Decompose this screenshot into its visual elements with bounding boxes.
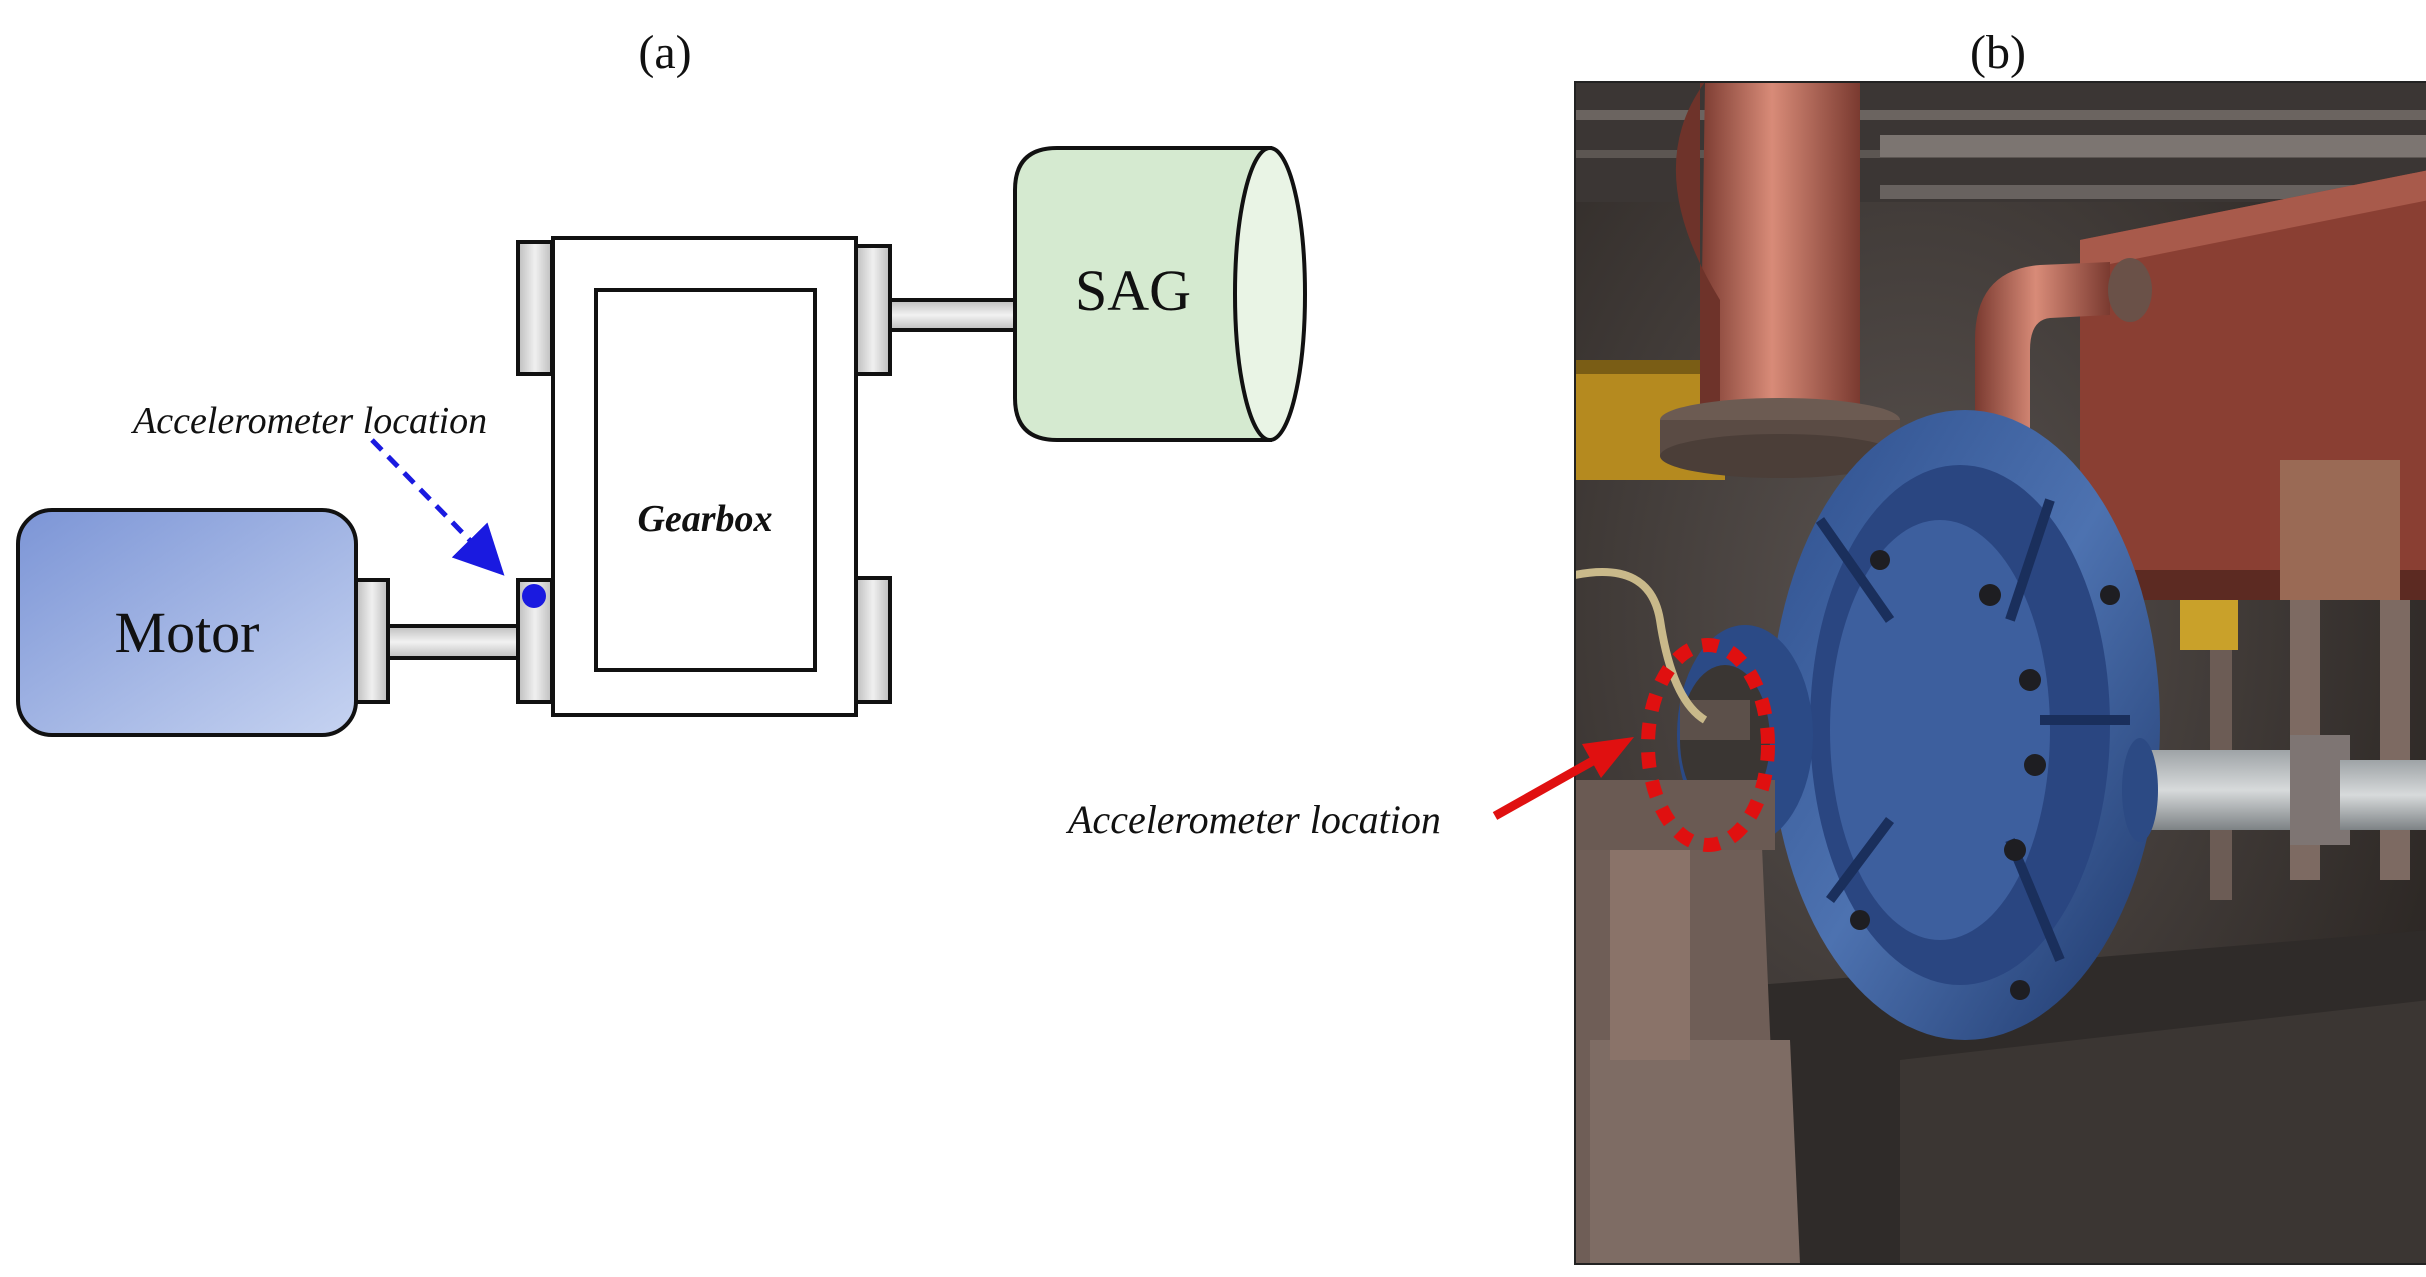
accelerometer-annotation-a: Accelerometer location [130, 400, 487, 442]
accelerometer-annotation-b: Accelerometer location [1065, 797, 1441, 842]
accelerometer-arrow-b-head [1582, 737, 1634, 778]
sag-mill-body [1013, 146, 1272, 442]
accelerometer-dot [522, 584, 546, 608]
gearbox-mount-top-left [516, 240, 554, 376]
gearbox-label: Gearbox [637, 498, 772, 540]
accelerometer-arrow-b-shaft [1492, 754, 1601, 820]
motor-label: Motor [115, 600, 260, 665]
gearbox-inner [594, 288, 817, 672]
panel-a-label: (a) [638, 26, 691, 79]
motor-coupling [354, 578, 390, 704]
accelerometer-arrow-a [370, 438, 505, 576]
panel-b-label: (b) [1970, 26, 2026, 79]
sag-shaft [888, 298, 1017, 332]
motor-shaft [386, 624, 520, 660]
sag-label: SAG [1075, 258, 1191, 323]
gearbox-mount-bottom-right [854, 576, 892, 704]
pump-photograph [1575, 82, 2426, 1264]
gearbox-mount-top-right [854, 244, 892, 376]
accelerometer-highlight-circle [1641, 638, 1775, 852]
schematic-diagram: Motor Gearbox SAG Accelerometer location [16, 146, 1307, 737]
sag-mill-end [1233, 146, 1307, 442]
photo-frame [1574, 81, 2426, 1265]
